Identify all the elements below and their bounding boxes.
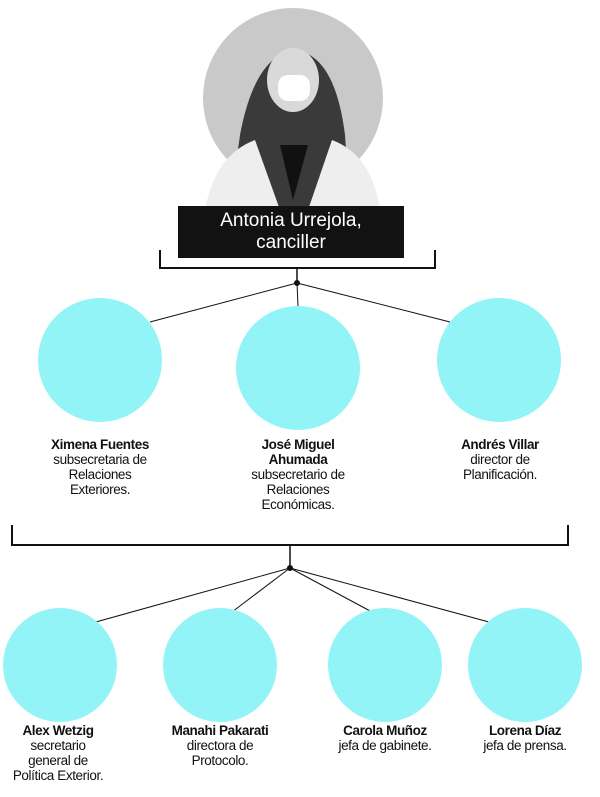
avatar-andres-villar (437, 298, 561, 422)
head-name-box: Antonia Urrejola, canciller (178, 206, 404, 258)
avatar-carola-munoz (328, 608, 442, 722)
avatar-jose-miguel-ahumada (236, 306, 360, 430)
person-label: Andrés Villar director de Planificación. (430, 437, 570, 482)
head-name: Antonia Urrejola, (220, 210, 362, 231)
person-role: jefa de prensa. (483, 738, 567, 753)
person-role: subsecretario de Relaciones Económicas. (251, 467, 345, 512)
person-name: Manahi Pakarati (171, 723, 269, 738)
person-name: Ximena Fuentes (51, 437, 149, 452)
person-role: director de Planificación. (463, 452, 537, 482)
avatar-alex-wetzig (3, 608, 117, 722)
person-label: Ximena Fuentes subsecretaria de Relacion… (30, 437, 170, 497)
head-title: canciller (256, 232, 326, 253)
person-label: Manahi Pakarati directora de Protocolo. (150, 723, 290, 768)
person-name: Lorena Díaz (488, 723, 562, 738)
avatar-manahi-pakarati (163, 608, 277, 722)
person-label: Carola Muñoz jefa de gabinete. (315, 723, 455, 753)
person-name: Andrés Villar (461, 437, 539, 452)
level1-bracket (11, 525, 569, 546)
person-role: secretario general de Política Exterior. (12, 738, 104, 783)
person-name: Alex Wetzig (22, 723, 94, 738)
person-name: Carola Muñoz (343, 723, 427, 738)
head-portrait-photo (205, 48, 380, 210)
avatar-lorena-diaz (468, 608, 582, 722)
person-role: subsecretaria de Relaciones Exteriores. (53, 452, 147, 497)
person-role: directora de Protocolo. (186, 738, 254, 768)
person-label: Alex Wetzig secretario general de Políti… (0, 723, 116, 783)
person-name: José Miguel Ahumada (261, 437, 335, 467)
avatar-ximena-fuentes (38, 298, 162, 422)
person-label: José Miguel Ahumada subsecretario de Rel… (238, 437, 358, 512)
person-role: jefa de gabinete. (338, 738, 432, 753)
person-label: Lorena Díaz jefa de prensa. (460, 723, 590, 753)
